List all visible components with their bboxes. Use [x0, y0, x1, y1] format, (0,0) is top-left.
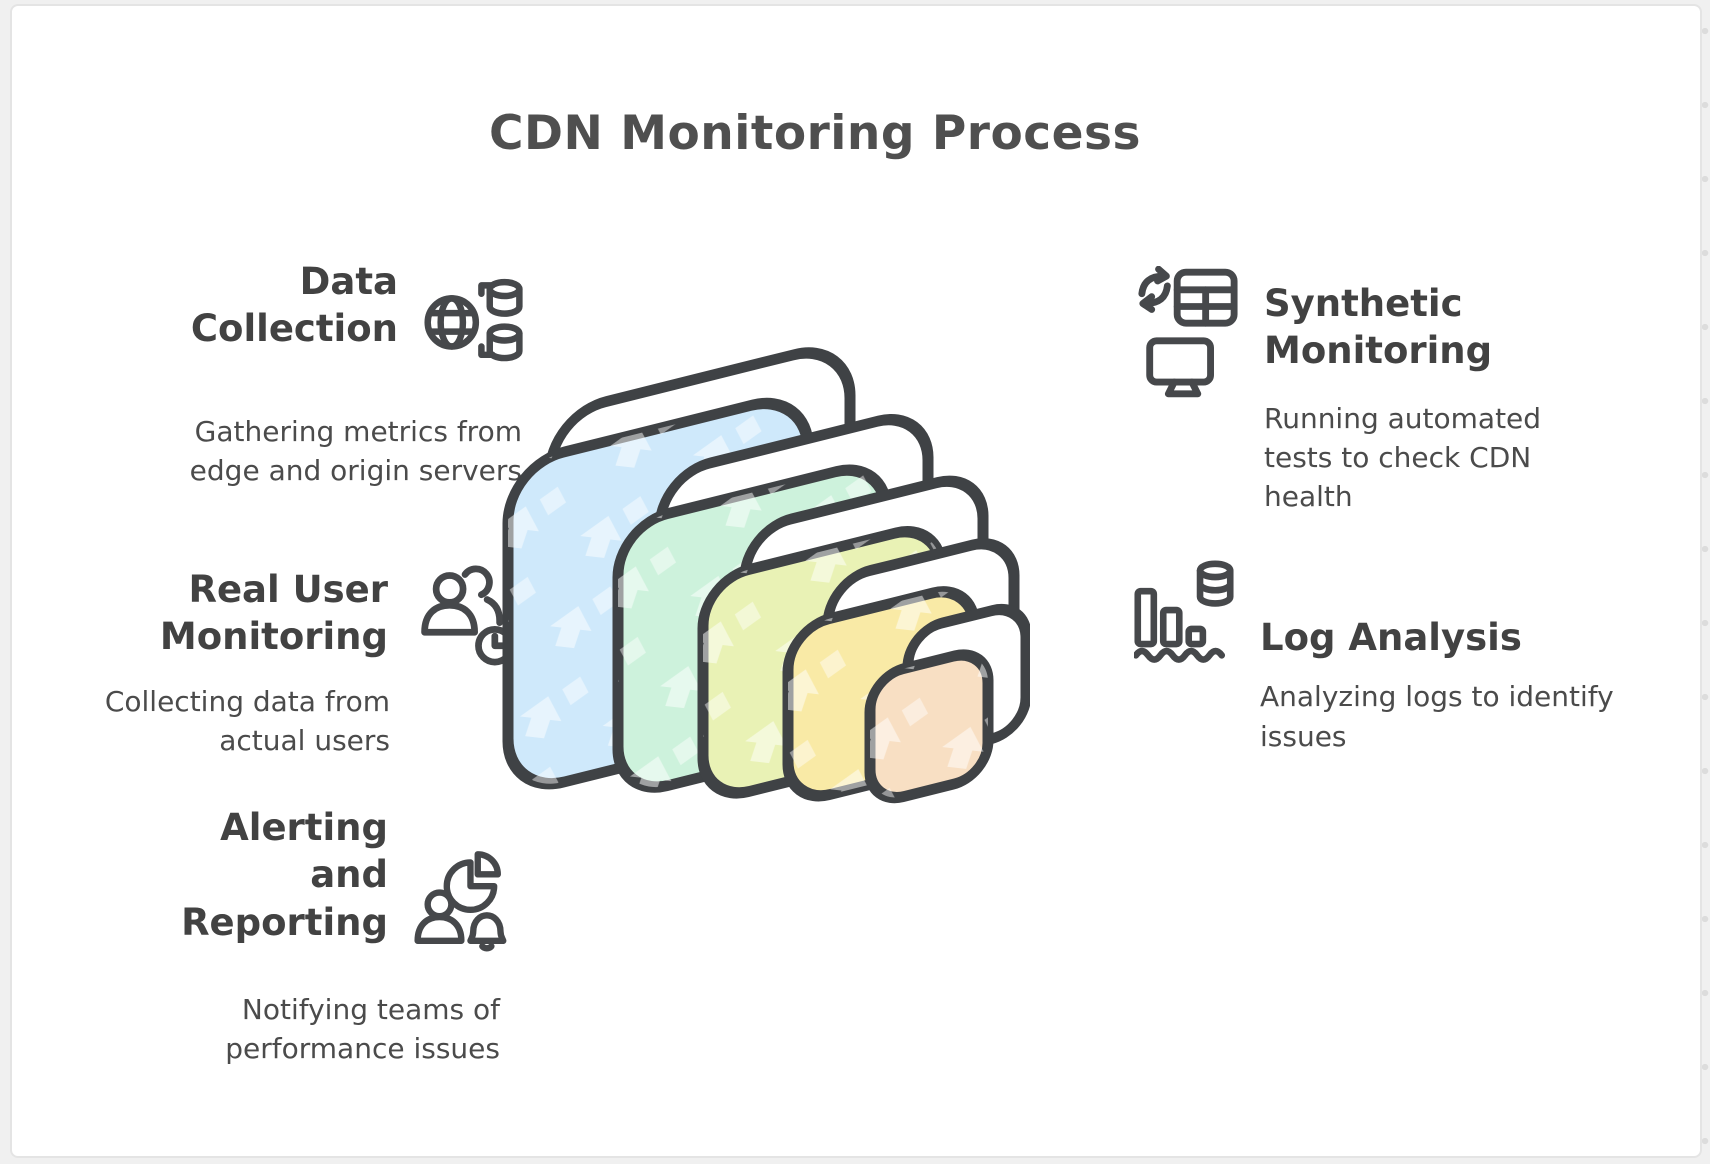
diagram-title: CDN Monitoring Process	[489, 106, 1141, 161]
bar-chart-database-icon	[1134, 560, 1234, 663]
item-synthetic-monitoring: Synthetic Monitoring Running automated t…	[1134, 266, 1586, 516]
item-description: Notifying teams of performance issues	[225, 993, 500, 1066]
item-title: Alerting and Reporting	[181, 806, 388, 944]
item-title: Real User Monitoring	[159, 568, 388, 659]
item-description: Collecting data from actual users	[104, 685, 390, 758]
item-title: Data Collection	[190, 260, 398, 351]
pie-chart-user-bell-icon	[414, 851, 507, 952]
item-title: Synthetic Monitoring	[1264, 282, 1493, 373]
nested-squares-illustration	[502, 347, 1030, 804]
slab-layer-5	[864, 603, 1030, 804]
diagram-canvas: CDN Monitoring Process Data Collection	[10, 4, 1702, 1158]
item-alerting-and-reporting: Alerting and Reporting Notifying teams o…	[152, 804, 516, 1068]
item-description: Gathering metrics from edge and origin s…	[189, 415, 522, 488]
item-real-user-monitoring: Real User Monitoring Collecting data fro…	[92, 558, 516, 760]
globe-database-icon	[424, 278, 523, 362]
item-description: Running automated tests to check CDN hea…	[1264, 401, 1542, 514]
item-title: Log Analysis	[1260, 616, 1522, 659]
sync-table-monitor-icon	[1138, 266, 1238, 398]
item-data-collection: Data Collection Gathering metrics from e…	[152, 256, 524, 490]
item-log-analysis: Log Analysis Analyzing logs to identify …	[1134, 558, 1660, 756]
item-description: Analyzing logs to identify issues	[1260, 680, 1614, 753]
